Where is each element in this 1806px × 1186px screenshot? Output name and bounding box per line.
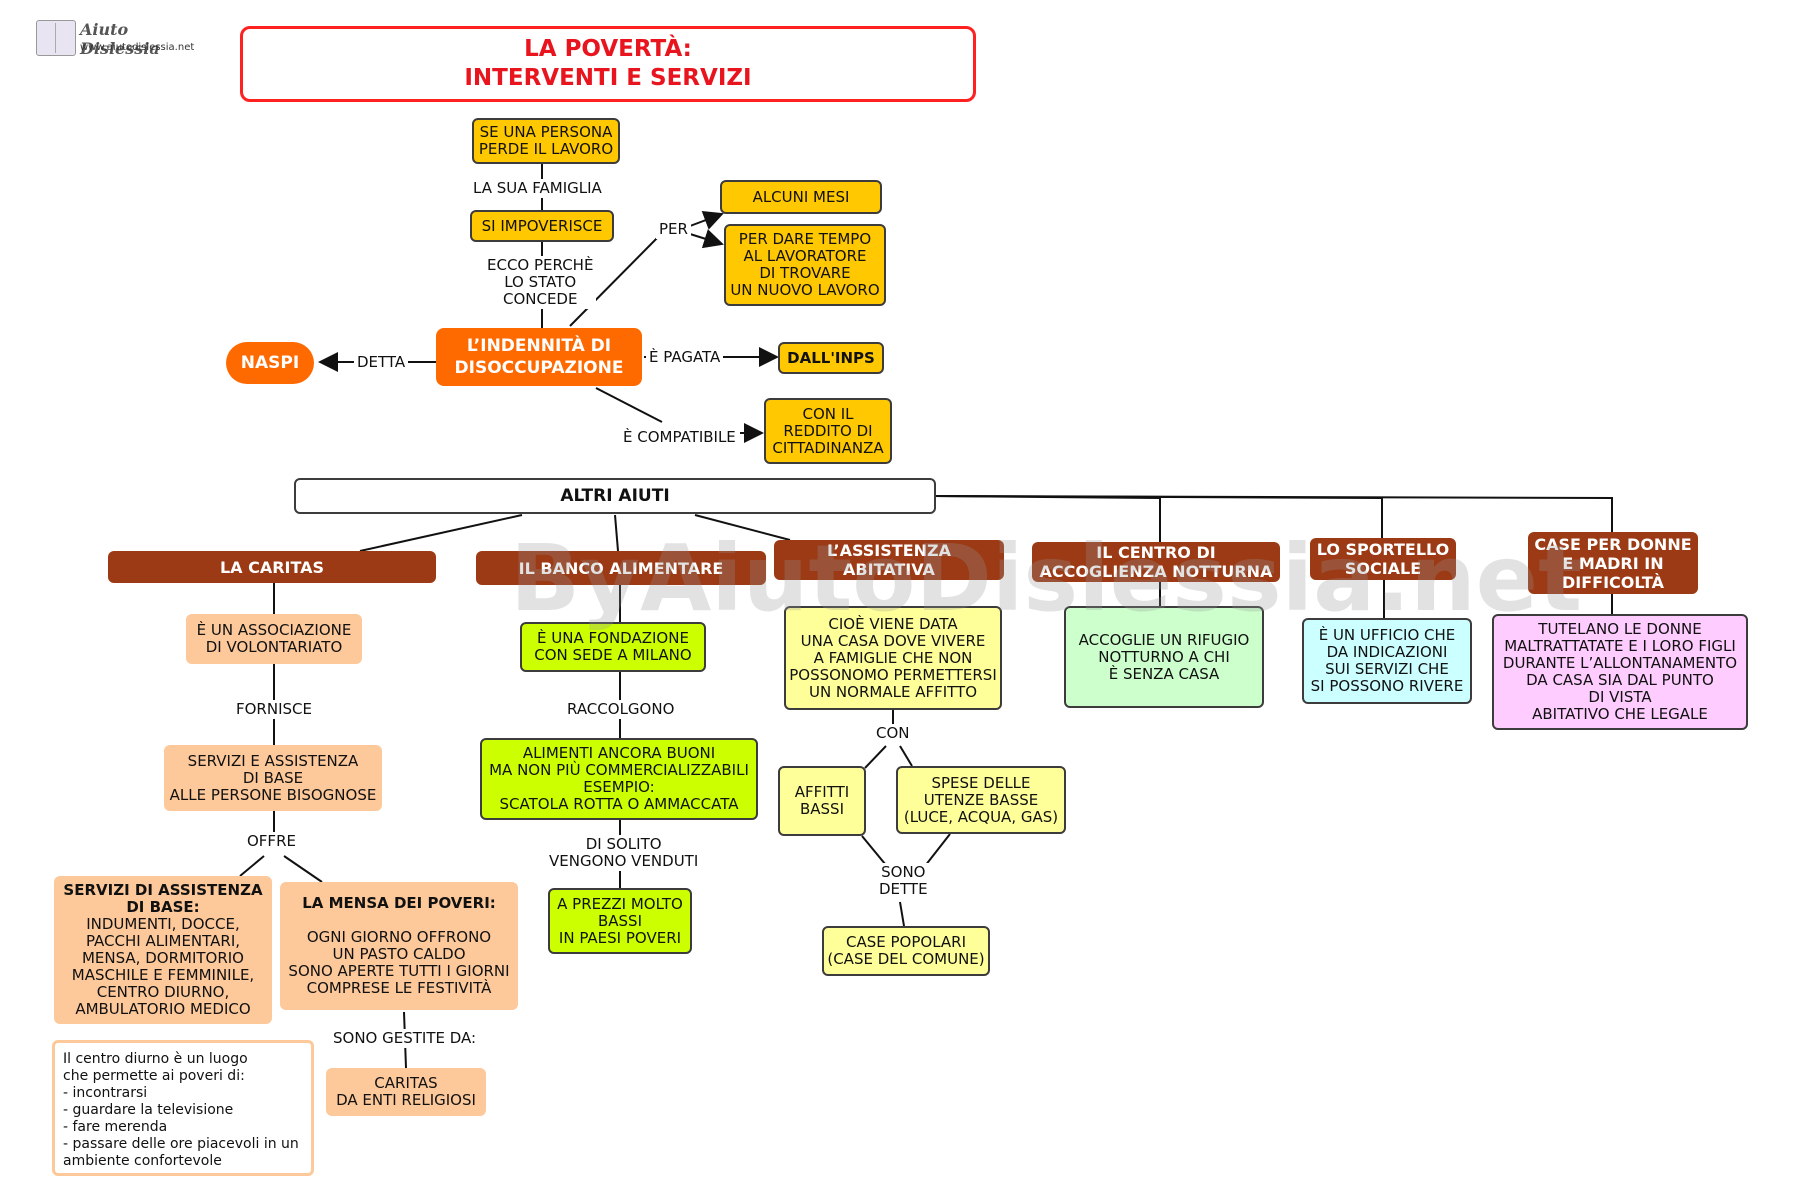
logo-url: www.aiutodislessia.net [80,42,195,53]
book-icon [36,20,76,56]
soup-kitchen-body: OGNI GIORNO OFFRONO UN PASTO CALDO SONO … [288,928,510,997]
node-low-prices: A PREZZI MOLTO BASSI IN PAESI POVERI [548,888,692,954]
label-paid: È PAGATA [646,348,724,367]
node-low-rent: AFFITTI BASSI [778,766,866,836]
node-other-aid: ALTRI AIUTI [294,478,936,514]
node-indemnity: L’INDENNITÀ DI DISOCCUPAZIONE [436,328,642,386]
node-utilities: SPESE DELLE UTENZE BASSE (LUCE, ACQUA, G… [896,766,1066,834]
label-compatible: È COMPATIBILE [620,428,739,447]
site-logo: Aiuto Dislessia www.aiutodislessia.net [36,18,196,58]
node-basic-services: SERVIZI DI ASSISTENZA DI BASE: INDUMENTI… [54,876,272,1024]
node-food: ALIMENTI ANCORA BUONI MA NON PIÙ COMMERC… [480,738,758,820]
node-months: ALCUNI MESI [720,180,882,214]
node-citizenship: CON IL REDDITO DI CITTADINANZA [764,398,892,464]
node-foundation: È UNA FONDAZIONE CON SEDE A MILANO [520,622,706,672]
basic-services-body: INDUMENTI, DOCCE, PACCHI ALIMENTARI, MEN… [71,915,255,1018]
title-line-2: INTERVENTI E SERVIZI [464,65,752,91]
node-caritas-assoc: È UN ASSOCIAZIONE DI VOLONTARIATO [186,614,362,664]
node-housing-desc: CIOÈ VIENE DATA UNA CASA DOVE VIVERE A F… [784,606,1002,710]
node-women-houses: CASE PER DONNE E MADRI IN DIFFICOLTÀ [1528,532,1698,594]
title-line-1: LA POVERTÀ: [524,36,692,62]
label-sold: DI SOLITO VENGONO VENDUTI [546,835,702,871]
node-public-housing: CASE POPOLARI (CASE DEL COMUNE) [822,926,990,976]
logo-name: Aiuto Dislessia [80,20,160,58]
node-impoverished: SI IMPOVERISCE [470,210,614,242]
node-job-loss: SE UNA PERSONA PERDE IL LAVORO [472,118,620,164]
label-provides: FORNISCE [233,700,315,719]
node-night-center: IL CENTRO DI ACCOGLIENZA NOTTURNA [1032,542,1280,582]
label-managed: SONO GESTITE DA: [330,1029,480,1048]
basic-services-heading: SERVIZI DI ASSISTENZA DI BASE: [63,881,263,916]
node-naspi: NASPI [226,342,314,384]
node-social-desk: LO SPORTELLO SOCIALE [1310,538,1456,580]
node-inps: DALL'INPS [778,342,884,374]
node-food-bank: IL BANCO ALIMENTARE [476,551,766,585]
soup-kitchen-heading: LA MENSA DEI POVERI: [302,894,496,912]
label-called-plural: SONO DETTE [876,863,931,899]
label-offers: OFFRE [244,832,299,851]
label-called: DETTA [354,353,409,372]
node-soup-kitchen: LA MENSA DEI POVERI: OGNI GIORNO OFFRONO… [280,882,518,1010]
label-family: LA SUA FAMIGLIA [470,179,605,198]
label-why: ECCO PERCHÈ LO STATO CONCEDE [484,256,597,309]
node-caritas-religious: CARITAS DA ENTI RELIGIOSI [326,1068,486,1116]
node-social-desc: È UN UFFICIO CHE DA INDICAZIONI SUI SERV… [1302,618,1472,704]
node-housing: L’ASSISTENZA ABITATIVA [774,540,1004,580]
page-title: LA POVERTÀ: INTERVENTI E SERVIZI [240,26,976,102]
node-night-desc: ACCOGLIE UN RIFUGIO NOTTURNO A CHI È SEN… [1064,606,1264,708]
label-collect: RACCOLGONO [564,700,678,719]
label-per: PER [656,220,691,239]
day-center-note: Il centro diurno è un luogo che permette… [52,1040,314,1176]
node-women-desc: TUTELANO LE DONNE MALTRATTATATE E I LORO… [1492,614,1748,730]
node-caritas: LA CARITAS [108,551,436,583]
node-time: PER DARE TEMPO AL LAVORATORE DI TROVARE … [724,224,886,306]
label-with: CON [873,724,913,743]
node-caritas-services: SERVIZI E ASSISTENZA DI BASE ALLE PERSON… [164,745,382,811]
